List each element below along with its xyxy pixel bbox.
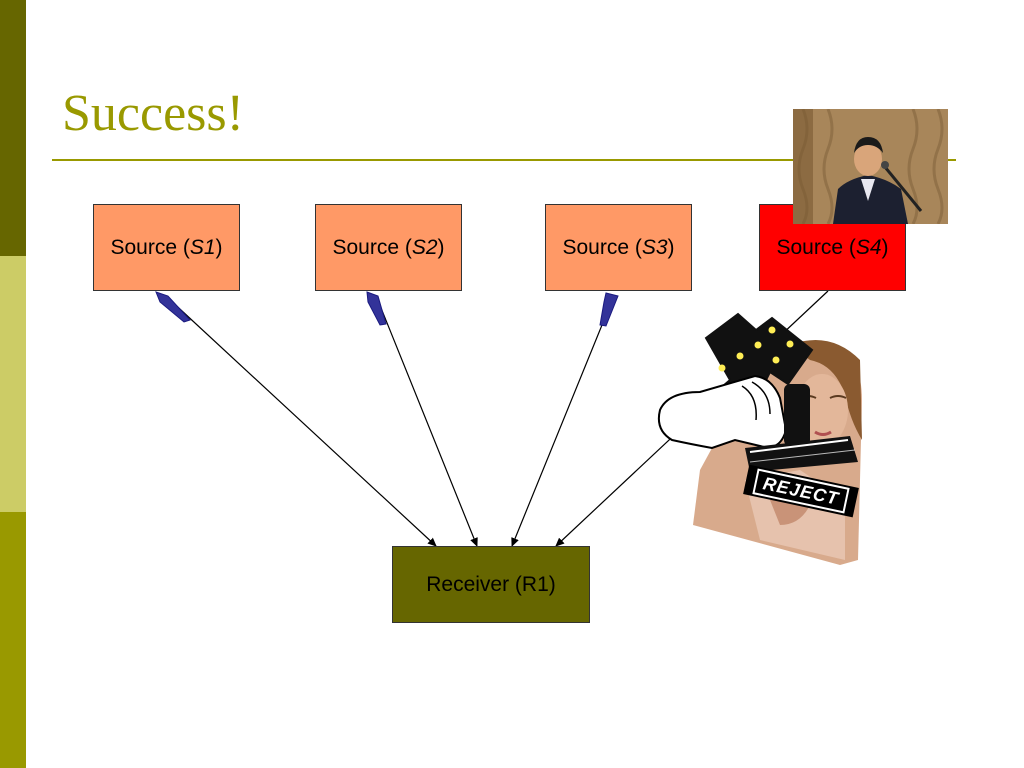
arrow-s1-to-receiver	[167, 297, 437, 547]
source-var: S1	[189, 235, 216, 259]
source-close: )	[881, 235, 889, 259]
source-label: Source (	[562, 235, 642, 259]
stamp-icon	[745, 384, 858, 472]
source-node-s1: Source (S1)	[93, 204, 240, 291]
accent-bar-middle	[0, 256, 26, 512]
receiver-label: Receiver (R1)	[426, 572, 556, 596]
source-label: Source (	[776, 235, 856, 259]
source-var: S3	[641, 235, 668, 259]
receiver-node: Receiver (R1)	[392, 546, 590, 623]
hand-icon	[657, 374, 788, 450]
arrow-s2-to-receiver	[376, 297, 478, 547]
slide-title: Success!	[62, 85, 244, 142]
title-underline	[52, 159, 956, 161]
source-node-s2: Source (S2)	[315, 204, 462, 291]
accent-bar-bottom	[0, 512, 26, 768]
feather-icon	[155, 291, 619, 327]
source-close: )	[667, 235, 675, 259]
arrow-s3-to-receiver	[511, 297, 614, 547]
source-node-s3: Source (S3)	[545, 204, 692, 291]
source-close: )	[437, 235, 445, 259]
source-close: )	[215, 235, 223, 259]
source-var: S2	[411, 235, 438, 259]
speaker-photo	[793, 109, 948, 224]
source-label: Source (	[110, 235, 190, 259]
accent-bar-top	[0, 0, 26, 256]
source-var: S4	[855, 235, 882, 259]
source-label: Source (	[332, 235, 412, 259]
